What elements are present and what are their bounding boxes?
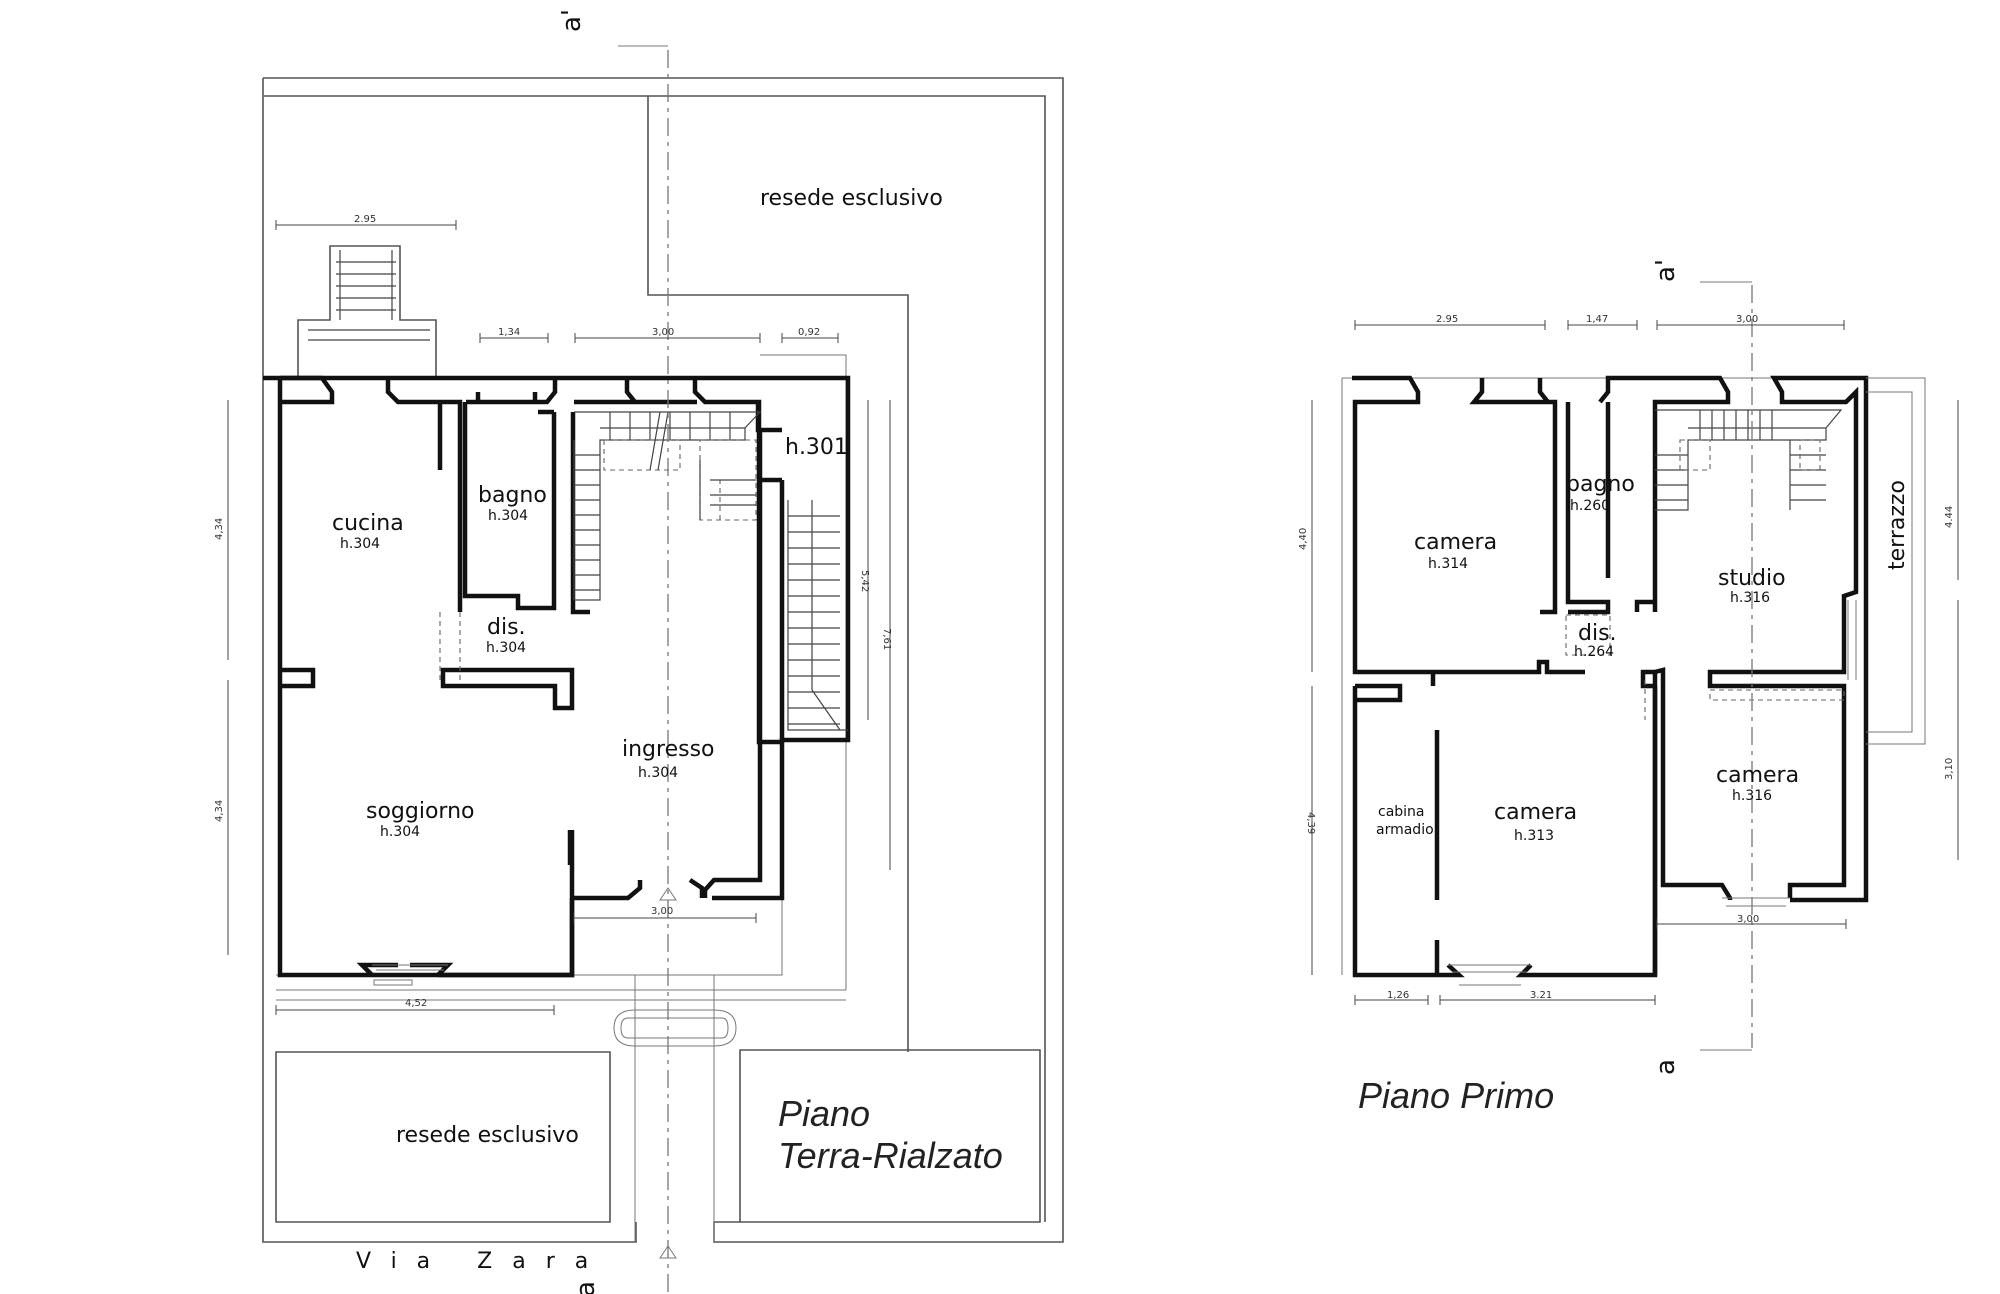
resede-bottom-label: resede esclusivo bbox=[396, 1123, 579, 1148]
dim-label: 3,00 bbox=[1737, 914, 1759, 925]
bagno-first-height: h.260 bbox=[1570, 498, 1610, 514]
dim-label: 4,39 bbox=[1305, 812, 1316, 834]
lot-boundary bbox=[262, 77, 1064, 1243]
dim-label: 4,40 bbox=[1298, 528, 1309, 550]
dis-first-label: dis. bbox=[1578, 621, 1617, 646]
dim-label: 4,52 bbox=[405, 998, 427, 1009]
dim-label: 1,47 bbox=[1586, 314, 1608, 325]
lot-inner-boundary bbox=[264, 95, 1046, 1222]
dis-ground-height: h.304 bbox=[486, 640, 526, 656]
first-floor-stair bbox=[1655, 409, 1843, 511]
camera-nw-label: camera bbox=[1414, 530, 1497, 555]
dim-label: 3,00 bbox=[1736, 314, 1758, 325]
ingresso-label: ingresso bbox=[622, 737, 715, 762]
soggiorno-label: soggiorno bbox=[366, 799, 475, 824]
first-exterior-wall bbox=[1352, 375, 1869, 978]
camera-se-height: h.316 bbox=[1732, 788, 1772, 804]
h301-height: h.301 bbox=[785, 435, 848, 460]
camera-se-label: camera bbox=[1716, 763, 1799, 788]
dim-label: 1,34 bbox=[498, 327, 520, 338]
ground-floor-title-line1: Piano bbox=[778, 1093, 870, 1134]
dim-label: 3,00 bbox=[652, 327, 674, 338]
cucina-height: h.304 bbox=[340, 536, 380, 552]
dim-label: 3,00 bbox=[651, 906, 673, 917]
ingresso-height: h.304 bbox=[638, 765, 678, 781]
dim-label: 1,26 bbox=[1387, 990, 1409, 1001]
studio-height: h.316 bbox=[1730, 590, 1770, 606]
cucina-label: cucina bbox=[332, 511, 404, 536]
terrace bbox=[1847, 377, 1926, 745]
terrazzo-label: terrazzo bbox=[1885, 480, 1910, 570]
dim-label: 3,10 bbox=[1944, 758, 1955, 780]
resede-top-fence bbox=[647, 96, 909, 1052]
cabina-label-line1: cabina bbox=[1378, 804, 1425, 820]
dim-label: 4,34 bbox=[214, 800, 225, 822]
camera-nw-height: h.314 bbox=[1428, 556, 1468, 572]
dim-label: 2.95 bbox=[354, 214, 376, 225]
resede-top-label: resede esclusivo bbox=[760, 186, 943, 211]
first-floor-title: Piano Primo bbox=[1358, 1075, 1554, 1116]
dim-label: 4.44 bbox=[1944, 506, 1955, 528]
bagno-first-label: bagno bbox=[1566, 472, 1635, 497]
resede-bottom-left-fence bbox=[275, 1051, 611, 1223]
cabina-label-line2: armadio bbox=[1376, 822, 1434, 838]
dim-label: 0,92 bbox=[798, 327, 820, 338]
dim-label: 7,61 bbox=[881, 628, 892, 650]
ground-floor-plan bbox=[227, 45, 1064, 1294]
camera-sw-label: camera bbox=[1494, 800, 1577, 825]
dim-label: 3.21 bbox=[1530, 990, 1552, 1001]
dis-ground-label: dis. bbox=[487, 615, 526, 640]
section-marker-top-right: a' bbox=[1651, 259, 1681, 282]
dim-label: 4,34 bbox=[214, 518, 225, 540]
first-floor-plan bbox=[1311, 281, 1959, 1051]
section-marker-top-left: a' bbox=[557, 9, 587, 32]
section-marker-bottom-right: a bbox=[1651, 1059, 1681, 1075]
ground-floor-title-line2: Terra-Rialzato bbox=[778, 1135, 1003, 1176]
dis-first-height: h.264 bbox=[1574, 644, 1614, 660]
bagno-ground-height: h.304 bbox=[488, 508, 528, 524]
street-name: Via Zara bbox=[356, 1249, 608, 1274]
dim-label: 5,42 bbox=[859, 570, 870, 592]
soggiorno-height: h.304 bbox=[380, 824, 420, 840]
studio-label: studio bbox=[1718, 566, 1786, 591]
camera-sw-height: h.313 bbox=[1514, 828, 1554, 844]
back-stair bbox=[297, 245, 437, 379]
dim-label: 2.95 bbox=[1436, 314, 1458, 325]
section-marker-bottom-left: a bbox=[571, 1281, 601, 1294]
bagno-ground-label: bagno bbox=[478, 483, 547, 508]
front-steps bbox=[613, 974, 737, 1047]
